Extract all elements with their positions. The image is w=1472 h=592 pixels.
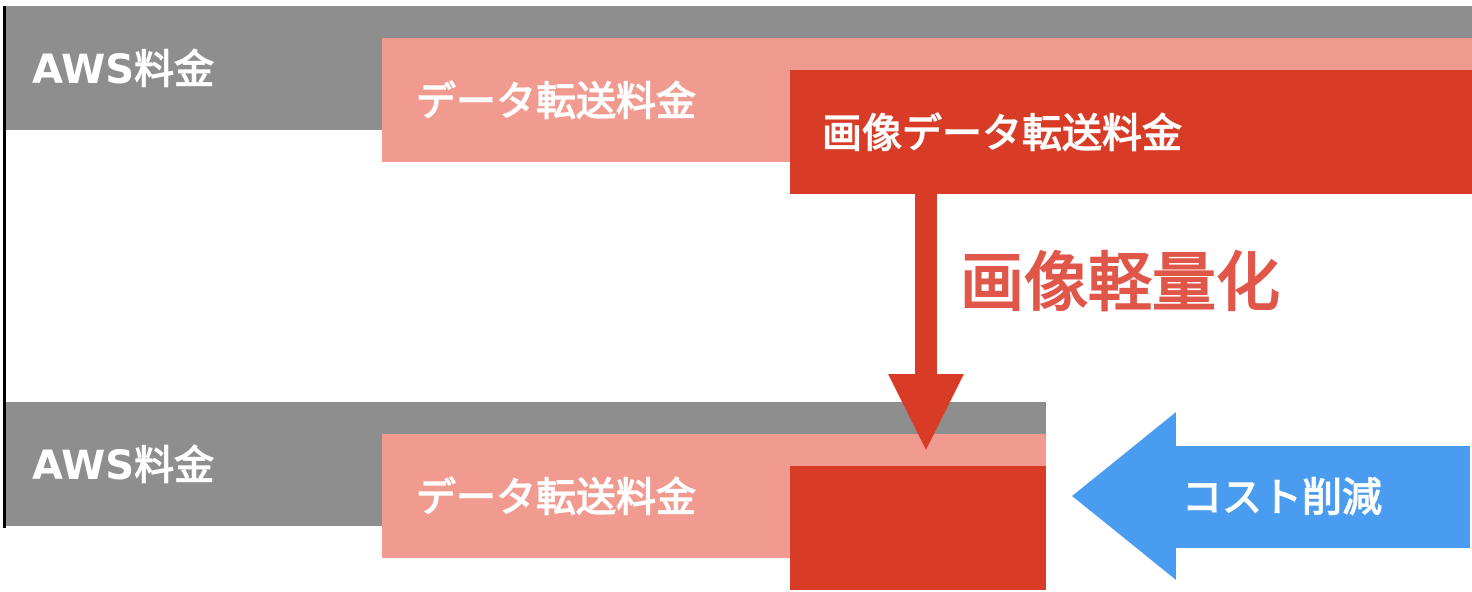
after-image-transfer-bar (790, 466, 1046, 590)
cost-reduction-label: コスト削減 (1182, 475, 1382, 521)
cost-reduction-arrow-icon (1072, 412, 1470, 580)
after-aws-label: AWS料金 (32, 443, 215, 489)
before-aws-label: AWS料金 (32, 47, 215, 93)
down-arrow-icon (888, 194, 964, 450)
before-image-transfer-bar (790, 70, 1472, 194)
optimization-label: 画像軽量化 (960, 247, 1280, 321)
before-image-transfer-label: 画像データ転送料金 (822, 111, 1182, 157)
left-axis-line (3, 6, 6, 528)
before-transfer-label: データ転送料金 (416, 79, 696, 125)
after-transfer-label: データ転送料金 (416, 475, 696, 521)
